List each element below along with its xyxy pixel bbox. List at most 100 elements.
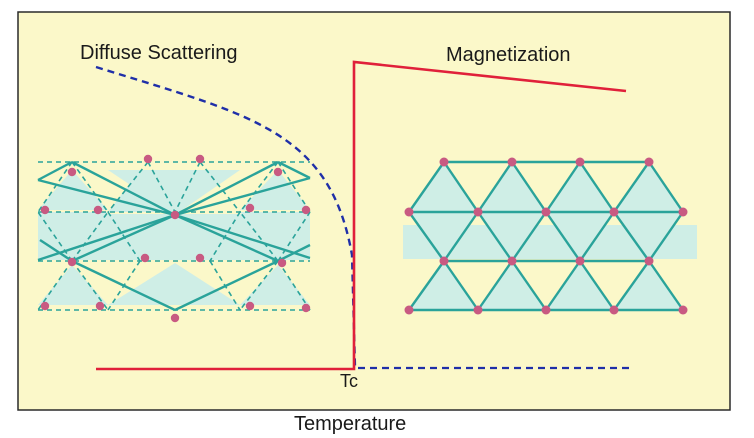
spin-dot — [273, 167, 283, 177]
lattice-dashed-line — [147, 161, 176, 213]
spin-dot — [67, 257, 77, 267]
lattice-line — [477, 211, 513, 262]
temperature-axis-label: Temperature — [294, 413, 407, 435]
spin-dot — [541, 305, 551, 315]
lattice-dashed-line — [174, 161, 201, 213]
lattice-triangle — [240, 170, 310, 210]
spin-dot — [507, 157, 517, 167]
spin-dot — [507, 256, 517, 266]
disordered-lattice — [37, 154, 311, 323]
lattice-line — [648, 260, 684, 311]
lattice-triangle — [108, 217, 240, 258]
lattice-line — [277, 160, 311, 180]
lattice-line — [174, 160, 279, 217]
spin-dot — [195, 253, 205, 263]
lattice-triangle — [409, 212, 478, 261]
spin-dot — [644, 157, 654, 167]
lattice-line — [613, 211, 650, 262]
lattice-dashed-line — [239, 211, 279, 262]
spin-dot — [93, 205, 103, 215]
spin-dot — [40, 301, 50, 311]
ordered-lattice — [403, 157, 697, 315]
spin-dot — [439, 157, 449, 167]
spin-dot — [541, 207, 551, 217]
spin-dot — [473, 207, 483, 217]
spin-dot — [678, 305, 688, 315]
lattice-triangle — [546, 162, 614, 212]
lattice-line — [37, 160, 73, 182]
lattice-line — [545, 161, 581, 213]
lattice-line — [545, 260, 581, 311]
lattice-triangle — [38, 212, 108, 255]
spin-dot — [575, 157, 585, 167]
spin-dot — [277, 258, 287, 268]
lattice-line — [71, 160, 176, 217]
lattice-dashed-line — [107, 161, 149, 213]
lattice-dashed-line — [37, 211, 73, 262]
spin-dot — [473, 305, 483, 315]
lattice-line — [579, 211, 615, 262]
lattice-line — [511, 211, 547, 262]
lattice-dashed-line — [71, 211, 109, 262]
lattice-line — [545, 211, 581, 262]
spin-dot — [95, 301, 105, 311]
magnetization-label: Magnetization — [446, 44, 571, 66]
lattice-line — [37, 178, 176, 217]
lattice-line — [71, 213, 176, 263]
lattice-triangle — [614, 261, 683, 310]
lattice-line — [613, 161, 650, 213]
spin-dot — [609, 207, 619, 217]
lattice-triangle — [409, 162, 478, 212]
spin-dot — [170, 313, 180, 323]
lattice-dashed-line — [37, 260, 73, 311]
lattice-dashed-line — [239, 260, 279, 311]
lattice-dashed-line — [277, 260, 311, 311]
lattice-line — [174, 259, 279, 312]
spin-dot — [439, 256, 449, 266]
lattice-line — [579, 260, 615, 311]
lattice-triangle — [546, 261, 614, 310]
lattice-line — [477, 161, 513, 213]
spin-dot — [609, 305, 619, 315]
spin-dot — [678, 207, 688, 217]
spin-dot — [67, 167, 77, 177]
lattice-triangle — [478, 261, 546, 310]
lattice-line — [613, 260, 650, 311]
lattice-dashed-line — [71, 161, 109, 213]
lattice-line — [443, 260, 479, 311]
spin-dot — [40, 205, 50, 215]
lattice-line — [648, 211, 684, 262]
lattice-triangle — [546, 212, 614, 261]
spin-dot — [245, 301, 255, 311]
spin-dot — [245, 203, 255, 213]
lattice-triangle — [409, 261, 478, 310]
lattice-triangle — [478, 162, 546, 212]
lattice-triangle — [240, 265, 310, 305]
critical-temperature-label: Tc — [340, 371, 358, 391]
lattice-triangle — [614, 162, 683, 212]
spin-dot — [575, 256, 585, 266]
magnetization-curve — [96, 60, 627, 371]
lattice-dashed-line — [37, 161, 73, 213]
lattice-line — [277, 243, 311, 263]
lattice-line — [443, 211, 479, 262]
spin-dot — [404, 207, 414, 217]
lattice-line — [477, 260, 513, 311]
lattice-line — [408, 211, 445, 262]
lattice-line — [71, 259, 176, 312]
lattice-line — [174, 213, 311, 260]
lattice-line — [408, 161, 445, 213]
spin-dot — [143, 154, 153, 164]
lattice-triangle — [240, 212, 310, 255]
lattice-line — [408, 260, 445, 311]
lattice-triangle — [38, 265, 108, 305]
lattice-line — [174, 176, 311, 217]
lattice-dashed-line — [239, 161, 279, 213]
spin-dot — [301, 205, 311, 215]
lattice-line — [174, 213, 279, 263]
lattice-triangle — [478, 212, 546, 261]
spin-dot — [404, 305, 414, 315]
lattice-line — [511, 161, 547, 213]
spin-dot — [170, 210, 180, 220]
